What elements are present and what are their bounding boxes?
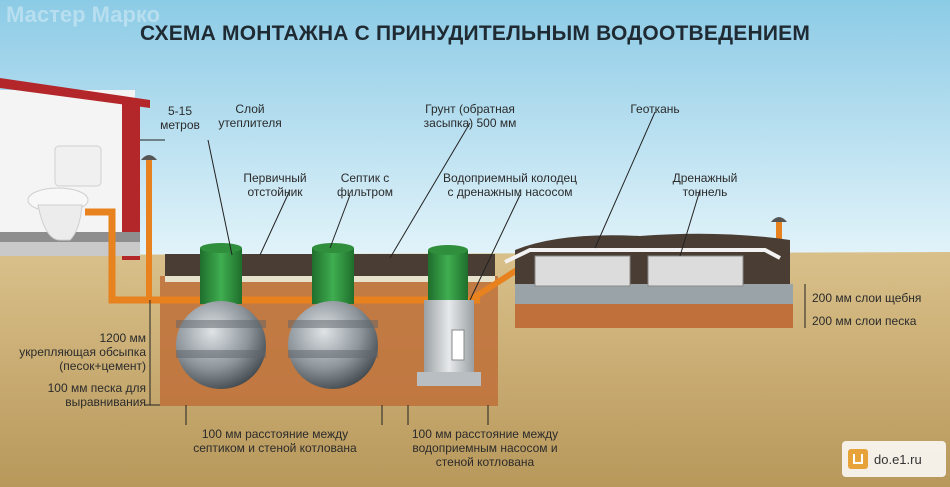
source-badge[interactable]: do.e1.ru	[842, 441, 946, 477]
receiving-well	[417, 245, 481, 386]
septic-with-filter	[288, 243, 378, 389]
label-drainage-tunnel: Дренажный тоннель	[672, 171, 738, 199]
label-insulation: Слой утеплителя	[218, 102, 282, 130]
vent-pipe	[146, 160, 152, 300]
page-title: СХЕМА МОНТАЖНА С ПРИНУДИТЕЛЬНЫМ ВОДООТВЕ…	[139, 22, 811, 45]
geotextile	[504, 248, 781, 264]
vent-cap-icon	[141, 155, 157, 160]
label-gravel-layer: 200 мм слои щебня	[812, 291, 922, 305]
label-geotextile: Геоткань	[630, 102, 680, 116]
label-primary-tank: Первичный отстойник	[243, 171, 307, 199]
label-distance: 5-15 метров	[160, 104, 200, 132]
dimension-lines	[140, 111, 806, 425]
e1-logo-icon	[848, 449, 868, 469]
drainage-field	[504, 233, 793, 328]
label-gap-septic: 100 мм расстояние между септиком и стено…	[193, 427, 357, 455]
label-sand-layer: 200 мм слои песка	[812, 314, 917, 328]
label-casing: 1200 мм укрепляющая обсыпка (песок+цемен…	[19, 331, 146, 373]
primary-tank	[176, 243, 266, 389]
inlet-pipe	[85, 208, 480, 304]
label-septic-filter: Септик с фильтром	[337, 171, 393, 199]
watermark: Мастер Марко	[6, 2, 161, 27]
source-badge-text: do.e1.ru	[874, 451, 922, 467]
label-receiving-well: Водоприемный колодец с дренажным насосом	[442, 171, 578, 199]
vent-cap-icon-2	[771, 217, 787, 222]
toilet-icon	[27, 145, 102, 241]
label-backfill: Грунт (обратная засыпка) 500 мм	[423, 102, 517, 130]
sky	[0, 0, 950, 260]
label-sand-leveling: 100 мм песка для выравнивания	[47, 381, 146, 409]
label-gap-well: 100 мм расстояние между водоприемным нас…	[411, 427, 559, 469]
